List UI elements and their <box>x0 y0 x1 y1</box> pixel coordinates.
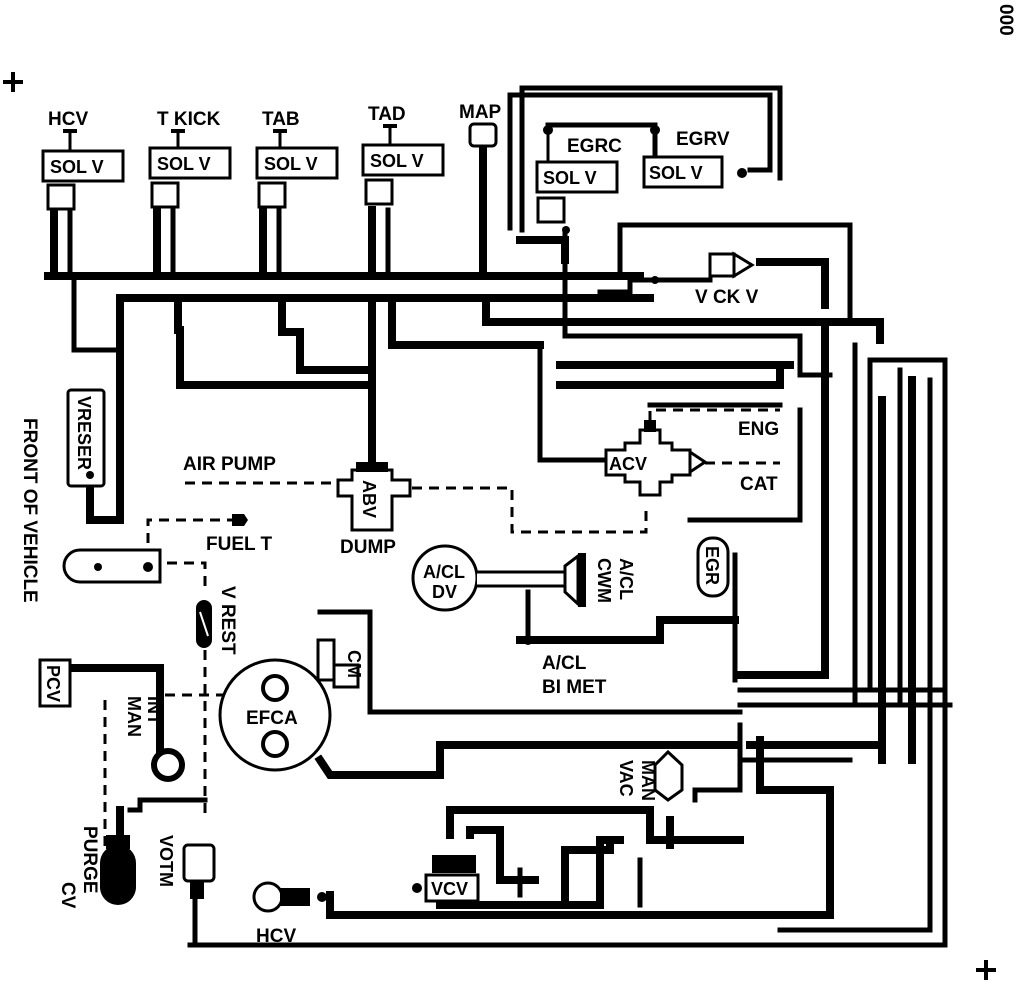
acl-cwm-bottom-label: CWM <box>594 558 614 603</box>
votm-label: VOTM <box>156 835 176 887</box>
junction-dots <box>69 226 570 280</box>
solenoid-tad: TAD SOL V <box>361 104 445 206</box>
solenoid-tad-box-label: SOL V <box>370 151 424 171</box>
acv-label: ACV <box>609 454 647 474</box>
vacuum-check-valve: V CK V <box>651 251 759 308</box>
solenoid-egrc-box-label: SOL V <box>543 168 597 188</box>
acl-delay-valve: A/CL DV <box>411 544 567 612</box>
solenoid-egrv: EGRV SOL V <box>642 125 747 189</box>
vacuum-restrictor: V REST <box>196 586 238 655</box>
air-pump-label: AIR PUMP <box>183 454 276 475</box>
pcv-valve: PCV <box>38 658 72 708</box>
solenoid-egrv-name: EGRV <box>676 129 730 150</box>
solenoid-tab-name: TAB <box>262 109 300 130</box>
man-vac-top-label: MAN <box>638 760 658 801</box>
dump-label: DUMP <box>340 537 396 558</box>
solenoid-egrc: EGRC SOL V <box>535 125 622 224</box>
egr-label: EGR <box>702 546 722 585</box>
solenoid-tad-name: TAD <box>368 104 406 125</box>
acl-cold-weather-modulator: A/CL CWM <box>563 552 636 608</box>
cm-label: CM <box>344 650 364 678</box>
registration-mark-bottom-right <box>976 960 996 980</box>
eng-label: ENG <box>738 419 779 440</box>
choke-modulator: CM <box>316 638 364 689</box>
air-bypass-valve: ABV DUMP <box>336 462 412 558</box>
vckv-label: V CK V <box>695 287 759 308</box>
acl-dv-top-label: A/CL <box>423 562 465 582</box>
egr-valve: EGR <box>696 536 730 598</box>
vacuum-reservoir: VRESER <box>66 388 106 488</box>
abv-label: ABV <box>359 480 379 518</box>
solenoid-tkick-name: T KICK <box>157 109 221 130</box>
int-man-bottom-label: MAN <box>124 696 144 737</box>
solenoid-hcv-name: HCV <box>48 109 88 130</box>
pcv-label: PCV <box>43 665 63 702</box>
map-sensor: MAP <box>459 102 502 148</box>
solenoid-hcv-box-label: SOL V <box>50 157 104 177</box>
solenoid-tab-box-label: SOL V <box>264 154 318 174</box>
air-control-valve: ACV <box>604 420 708 497</box>
canister <box>62 548 162 584</box>
acl-cwm-top-label: A/CL <box>616 558 636 600</box>
hose-network <box>44 85 953 948</box>
solenoid-egrc-name: EGRC <box>567 136 622 157</box>
registration-mark-top-left <box>3 72 23 92</box>
hcv-bottom-valve: HCV <box>252 881 327 947</box>
acl-bimet-bottom-label: BI MET <box>542 677 607 698</box>
hcv-bottom-label: HCV <box>256 926 296 947</box>
vcv-label: VCV <box>431 879 468 899</box>
int-man-top-label: INT <box>144 696 164 725</box>
purge-cv-top-label: PURGE <box>79 826 100 894</box>
corner-code: 000 <box>995 4 1016 36</box>
efca-label: EFCA <box>246 708 298 729</box>
acl-dv-bottom-label: DV <box>432 582 457 602</box>
cat-label: CAT <box>740 474 778 495</box>
intake-manifold-port: INT MAN <box>124 696 185 782</box>
solenoid-tkick: T KICK SOL V <box>148 109 232 209</box>
purge-cv-bottom-label: CV <box>57 882 78 909</box>
vreser-label: VRESER <box>74 396 94 470</box>
solenoid-tab: TAB SOL V <box>255 109 339 209</box>
solenoid-egrv-box-label: SOL V <box>649 163 703 183</box>
vacuum-control-valve: VCV <box>412 855 480 903</box>
man-vac-bottom-label: VAC <box>616 760 636 797</box>
fuel-tank-connector: FUEL T <box>206 514 273 555</box>
solenoid-tkick-box-label: SOL V <box>157 154 211 174</box>
front-of-vehicle-label: FRONT OF VEHICLE <box>19 418 40 603</box>
fuel-t-label: FUEL T <box>206 534 273 555</box>
acl-bimet-top-label: A/CL <box>542 653 587 674</box>
v-rest-label: V REST <box>217 586 238 655</box>
manifold-vacuum-port: MAN VAC <box>616 749 684 802</box>
solenoid-hcv: HCV SOL V <box>41 109 125 211</box>
efca-unit: EFCA <box>218 658 332 772</box>
map-label: MAP <box>459 102 502 123</box>
votm-valve: VOTM <box>156 835 216 899</box>
purge-control-valve: PURGE CV <box>57 826 136 909</box>
